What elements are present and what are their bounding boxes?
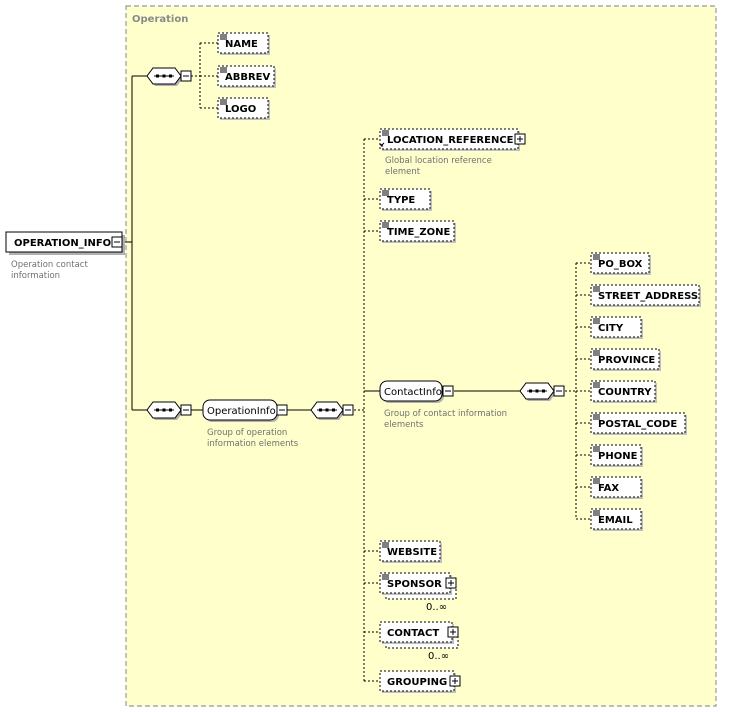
element-logo[interactable]: LOGO xyxy=(217,97,270,120)
contact-info-annotation-line-2: elements xyxy=(384,420,424,430)
group-operation-info-label: OperationInfo xyxy=(207,406,276,417)
sequence-icon xyxy=(153,74,175,78)
expand-icon[interactable] xyxy=(447,626,459,638)
sequence-compositor-2[interactable] xyxy=(146,401,192,420)
element-location-reference[interactable]: LOCATION_REFERENCE xyxy=(379,128,526,151)
element-phone-label: PHONE xyxy=(598,451,638,462)
location-reference-annotation-line-2: element xyxy=(385,167,421,177)
contact-info-annotation-line-1: Group of contact information xyxy=(384,409,507,419)
element-logo-label: LOGO xyxy=(225,104,256,115)
element-sponsor-label: SPONSOR xyxy=(387,579,442,590)
element-name-label: NAME xyxy=(225,39,258,50)
element-location-reference-label: LOCATION_REFERENCE xyxy=(387,135,514,146)
element-email[interactable]: EMAIL xyxy=(590,508,643,531)
operation-info-annotation-line-1: Group of operation xyxy=(207,428,287,438)
element-postal-code[interactable]: POSTAL_CODE xyxy=(590,412,687,435)
sequence-icon xyxy=(526,389,548,393)
element-grouping[interactable]: GROUPING xyxy=(379,670,461,693)
group-operation-info[interactable]: OperationInfo xyxy=(202,399,288,422)
element-country-label: COUNTRY xyxy=(598,387,652,398)
collapse-icon[interactable] xyxy=(342,404,354,416)
operation-group-title: Operation xyxy=(132,14,188,25)
sequence-icon xyxy=(316,408,338,412)
element-country[interactable]: COUNTRY xyxy=(590,380,657,403)
element-abbrev-label: ABBREV xyxy=(225,72,271,83)
collapse-icon[interactable] xyxy=(276,404,288,416)
sequence-compositor-4[interactable] xyxy=(519,382,565,401)
element-contact[interactable]: CONTACT xyxy=(379,621,459,649)
collapse-icon[interactable] xyxy=(553,385,565,397)
root-annotation-line-1: Operation contact xyxy=(11,260,88,270)
element-website-label: WEBSITE xyxy=(387,547,437,558)
group-contact-info-label: ContactInfo xyxy=(384,387,442,398)
sequence-compositor-1[interactable] xyxy=(146,67,192,86)
element-city[interactable]: CITY xyxy=(590,316,643,339)
expand-icon[interactable] xyxy=(514,133,526,145)
expand-icon[interactable] xyxy=(445,577,457,589)
element-grouping-label: GROUPING xyxy=(387,677,447,688)
element-po-box[interactable]: PO_BOX xyxy=(590,252,651,275)
group-contact-info[interactable]: ContactInfo xyxy=(379,380,454,403)
element-fax-label: FAX xyxy=(598,483,619,494)
location-reference-annotation-line-1: Global location reference xyxy=(385,156,492,166)
element-abbrev[interactable]: ABBREV xyxy=(217,65,276,88)
reference-arrow-icon xyxy=(380,142,385,147)
seq3-connectors xyxy=(354,138,380,682)
element-street-address-label: STREET_ADDRESS xyxy=(598,291,698,302)
collapse-icon[interactable] xyxy=(111,236,123,248)
seq4-connectors xyxy=(565,262,591,520)
element-phone[interactable]: PHONE xyxy=(590,444,643,467)
root-element-operation-info[interactable]: OPERATION_INFO xyxy=(5,231,125,255)
element-time-zone[interactable]: TIME_ZONE xyxy=(379,220,456,243)
sequence-compositor-3[interactable] xyxy=(310,401,354,420)
sponsor-occurrence: 0..∞ xyxy=(426,602,447,613)
element-sponsor[interactable]: SPONSOR xyxy=(379,572,457,600)
root-annotation-line-2: information xyxy=(11,271,60,281)
element-province[interactable]: PROVINCE xyxy=(590,348,661,371)
element-type[interactable]: TYPE xyxy=(379,188,432,211)
collapse-icon[interactable] xyxy=(180,70,192,82)
seq1-connectors xyxy=(191,42,218,109)
element-postal-code-label: POSTAL_CODE xyxy=(598,419,677,430)
operation-info-annotation-line-2: information elements xyxy=(207,439,299,449)
element-email-label: EMAIL xyxy=(598,515,633,526)
collapse-icon[interactable] xyxy=(442,385,454,397)
sequence-icon xyxy=(153,408,175,412)
collapse-icon[interactable] xyxy=(180,404,192,416)
element-name[interactable]: NAME xyxy=(217,32,270,55)
element-type-label: TYPE xyxy=(387,195,415,206)
element-contact-label: CONTACT xyxy=(387,628,439,639)
element-city-label: CITY xyxy=(598,323,624,334)
element-street-address[interactable]: STREET_ADDRESS xyxy=(590,284,701,307)
element-time-zone-label: TIME_ZONE xyxy=(387,227,450,238)
element-province-label: PROVINCE xyxy=(598,355,655,366)
expand-icon[interactable] xyxy=(449,675,461,687)
element-po-box-label: PO_BOX xyxy=(598,259,643,270)
root-element-label: OPERATION_INFO xyxy=(14,238,111,249)
element-website[interactable]: WEBSITE xyxy=(379,540,442,563)
contact-occurrence: 0..∞ xyxy=(428,651,449,662)
element-fax[interactable]: FAX xyxy=(590,476,643,499)
